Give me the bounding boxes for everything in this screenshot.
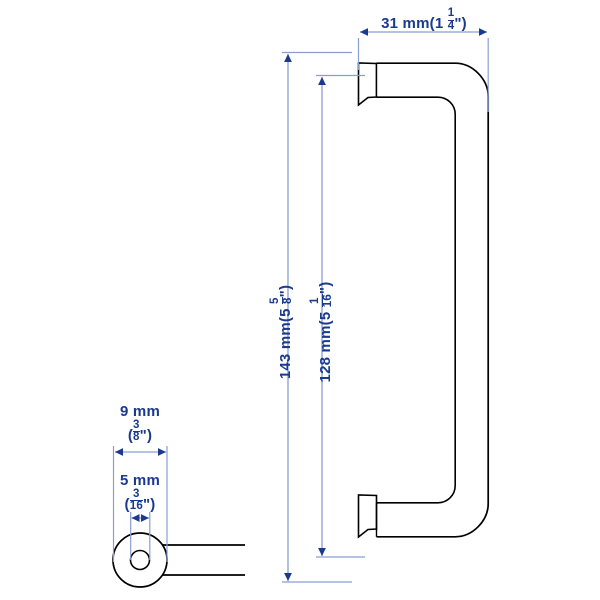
bottom-flange-outline xyxy=(357,494,378,539)
handle-outer-edge xyxy=(376,62,490,538)
handle-cross-section-view xyxy=(112,532,245,588)
handle-inner-edge xyxy=(376,96,456,504)
dimension-9mm xyxy=(112,446,168,562)
dimension-5mm xyxy=(130,512,151,560)
dimension-label-9mm-mm: 9 mm xyxy=(120,403,160,420)
dimension-31mm xyxy=(357,28,489,112)
dimension-143mm xyxy=(282,51,352,583)
top-flange-outline xyxy=(357,62,378,107)
dimension-label-5mm-mm: 5 mm xyxy=(120,472,160,489)
dimension-128mm xyxy=(316,74,365,558)
handle-side-view xyxy=(357,62,490,539)
section-inner-circle xyxy=(129,549,151,571)
